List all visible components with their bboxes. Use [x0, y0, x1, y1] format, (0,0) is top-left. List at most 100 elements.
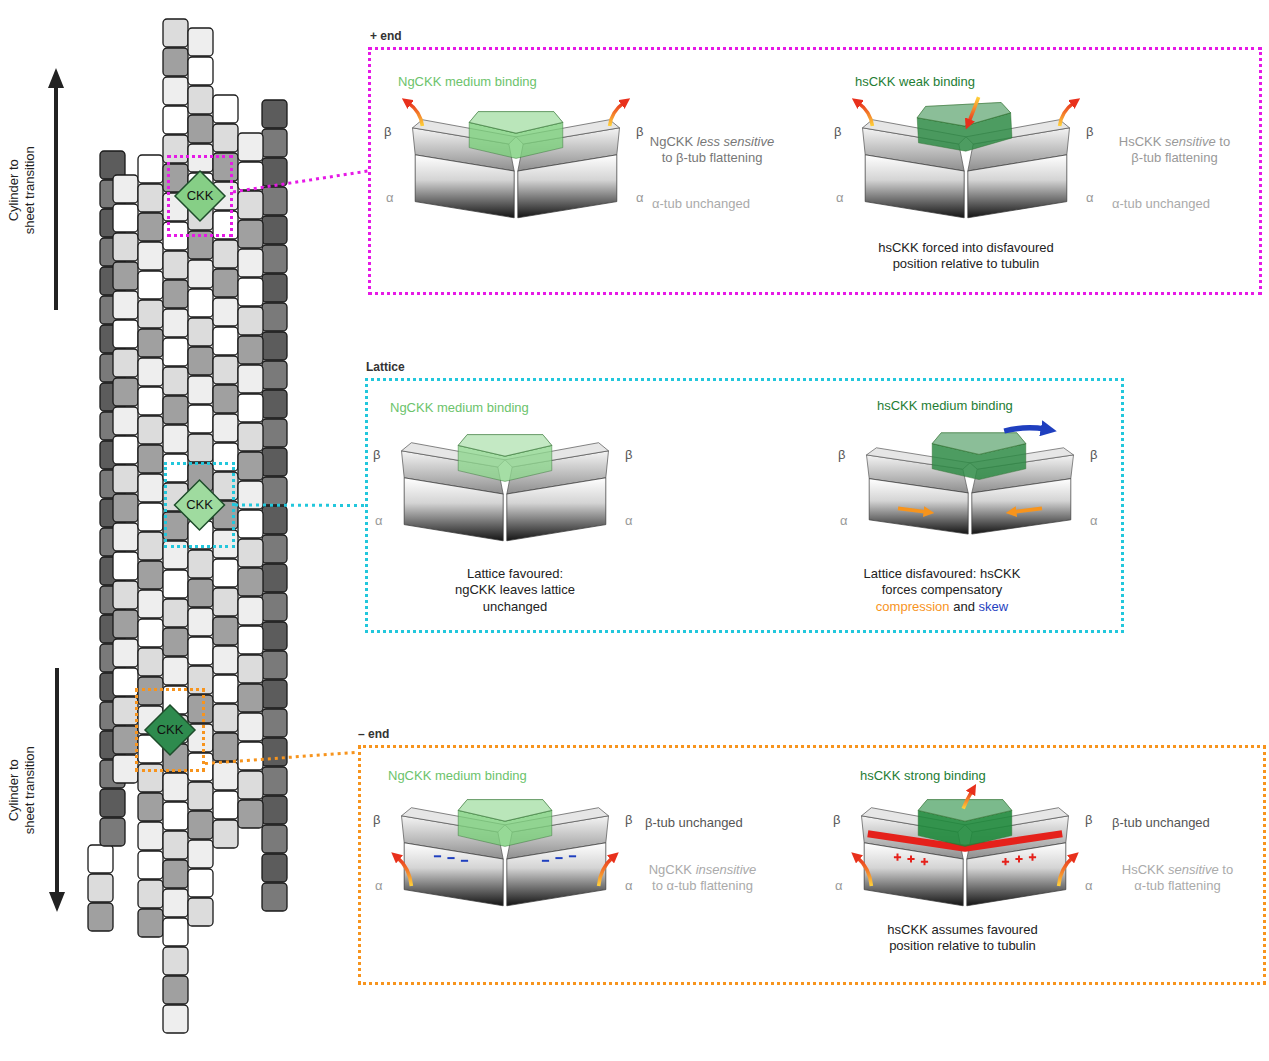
panel-text: β-tub unchanged — [645, 815, 743, 831]
tubulin-tile — [213, 704, 238, 732]
tubulin-tile — [113, 262, 138, 290]
tubulin-tile — [100, 818, 125, 846]
tubulin-tile — [113, 175, 138, 203]
tubulin-tile — [262, 767, 287, 795]
tubulin-tile — [113, 523, 138, 551]
tubulin-tile — [113, 494, 138, 522]
tubulin-tile — [262, 651, 287, 679]
tubulin-tile — [188, 811, 213, 839]
subunit-label: α — [836, 190, 844, 206]
tubulin-tile — [262, 680, 287, 708]
emphasis-word: sensitive — [1165, 134, 1216, 149]
tubulin-tile — [213, 675, 238, 703]
tubulin-tile — [213, 240, 238, 268]
panel-text: hsCKK strong binding — [860, 768, 986, 784]
tubulin-tile — [113, 378, 138, 406]
tubulin-tile — [213, 356, 238, 384]
subunit-label: β — [1085, 812, 1092, 828]
tubulin-tile — [113, 291, 138, 319]
tubulin-tile — [262, 622, 287, 650]
subunit-label: β — [833, 812, 840, 828]
tubulin-tile — [262, 448, 287, 476]
tubulin-tile — [262, 593, 287, 621]
tubulin-tile — [238, 800, 263, 828]
leader-connector — [205, 752, 358, 763]
tubulin-tile — [238, 278, 263, 306]
tubulin-tile — [188, 840, 213, 868]
tubulin-tile — [138, 271, 163, 299]
emphasis-word: sensitive — [724, 134, 775, 149]
tubulin-illustration — [857, 791, 1073, 906]
tubulin-tile — [88, 903, 113, 931]
tubulin-tile — [163, 19, 188, 47]
tubulin-tile — [138, 648, 163, 676]
tubulin-tile — [188, 86, 213, 114]
tubulin-tile — [262, 564, 287, 592]
tubulin-tile — [238, 510, 263, 538]
panel-heading: Lattice — [366, 360, 405, 375]
tubulin-tile — [262, 506, 287, 534]
tubulin-tile — [238, 771, 263, 799]
tubulin-tile — [163, 338, 188, 366]
tubulin-tile — [163, 48, 188, 76]
tubulin-tile — [238, 162, 263, 190]
tubulin-tile — [262, 883, 287, 911]
tubulin-tile — [188, 695, 213, 723]
tubulin-tile — [163, 251, 188, 279]
tubulin-tile — [238, 191, 263, 219]
tubulin-tile — [138, 764, 163, 792]
panel-text: hsCKK weak binding — [855, 74, 975, 90]
tubulin-tile — [213, 820, 238, 848]
tubulin-tile — [238, 365, 263, 393]
tubulin-tile — [238, 452, 263, 480]
tubulin-tile — [138, 445, 163, 473]
tubulin-tile — [213, 559, 238, 587]
diamond-label: CKK — [138, 722, 202, 738]
tubulin-tile — [163, 396, 188, 424]
subunit-label: α — [625, 513, 633, 529]
tubulin-tile — [138, 300, 163, 328]
tubulin-tile — [238, 568, 263, 596]
tubulin-tile — [262, 825, 287, 853]
tubulin-tile — [262, 419, 287, 447]
panel-text: NgCKK medium binding — [398, 74, 537, 90]
tubulin-tile — [188, 260, 213, 288]
tubulin-tile — [138, 677, 163, 705]
panel-text: hsCKK forced into disfavoured position r… — [871, 240, 1061, 273]
tubulin-tile — [262, 390, 287, 418]
tubulin-tile — [138, 242, 163, 270]
tubulin-tile — [213, 124, 238, 152]
subunit-label: β — [373, 447, 380, 463]
panel-text: Lattice favoured: ngCKK leaves lattice u… — [451, 566, 579, 615]
tubulin-tile — [262, 535, 287, 563]
tubulin-tile — [88, 845, 113, 873]
tubulin-tile — [163, 976, 188, 1004]
panel-text: NgCKK less sensitive to β-tub flattening — [646, 134, 778, 167]
tubulin-tile — [188, 376, 213, 404]
tubulin-tile — [188, 898, 213, 926]
detail-panel: + endNgCKK medium bindingNgCKK less sens… — [368, 47, 1262, 295]
tubulin-tile — [238, 597, 263, 625]
tubulin-tile — [138, 880, 163, 908]
tubulin-tile — [238, 539, 263, 567]
tubulin-tile — [262, 100, 287, 128]
tubulin-tile — [163, 773, 188, 801]
tubulin-tile — [163, 106, 188, 134]
tubulin-tile — [238, 684, 263, 712]
tubulin-tile — [188, 405, 213, 433]
subunit-label: β — [625, 447, 632, 463]
subunit-label: α — [636, 190, 644, 206]
tubulin-tile — [163, 918, 188, 946]
tubulin-tile — [163, 947, 188, 975]
tubulin-tile — [188, 318, 213, 346]
tubulin-tile — [138, 561, 163, 589]
tubulin-tile — [238, 423, 263, 451]
tubulin-tile — [262, 274, 287, 302]
tubulin-tile — [262, 477, 287, 505]
panel-text: Lattice disfavoured: hsCKK forces compen… — [856, 566, 1028, 615]
tubulin-tile — [238, 307, 263, 335]
panel-text: α-tub unchanged — [1112, 196, 1210, 212]
